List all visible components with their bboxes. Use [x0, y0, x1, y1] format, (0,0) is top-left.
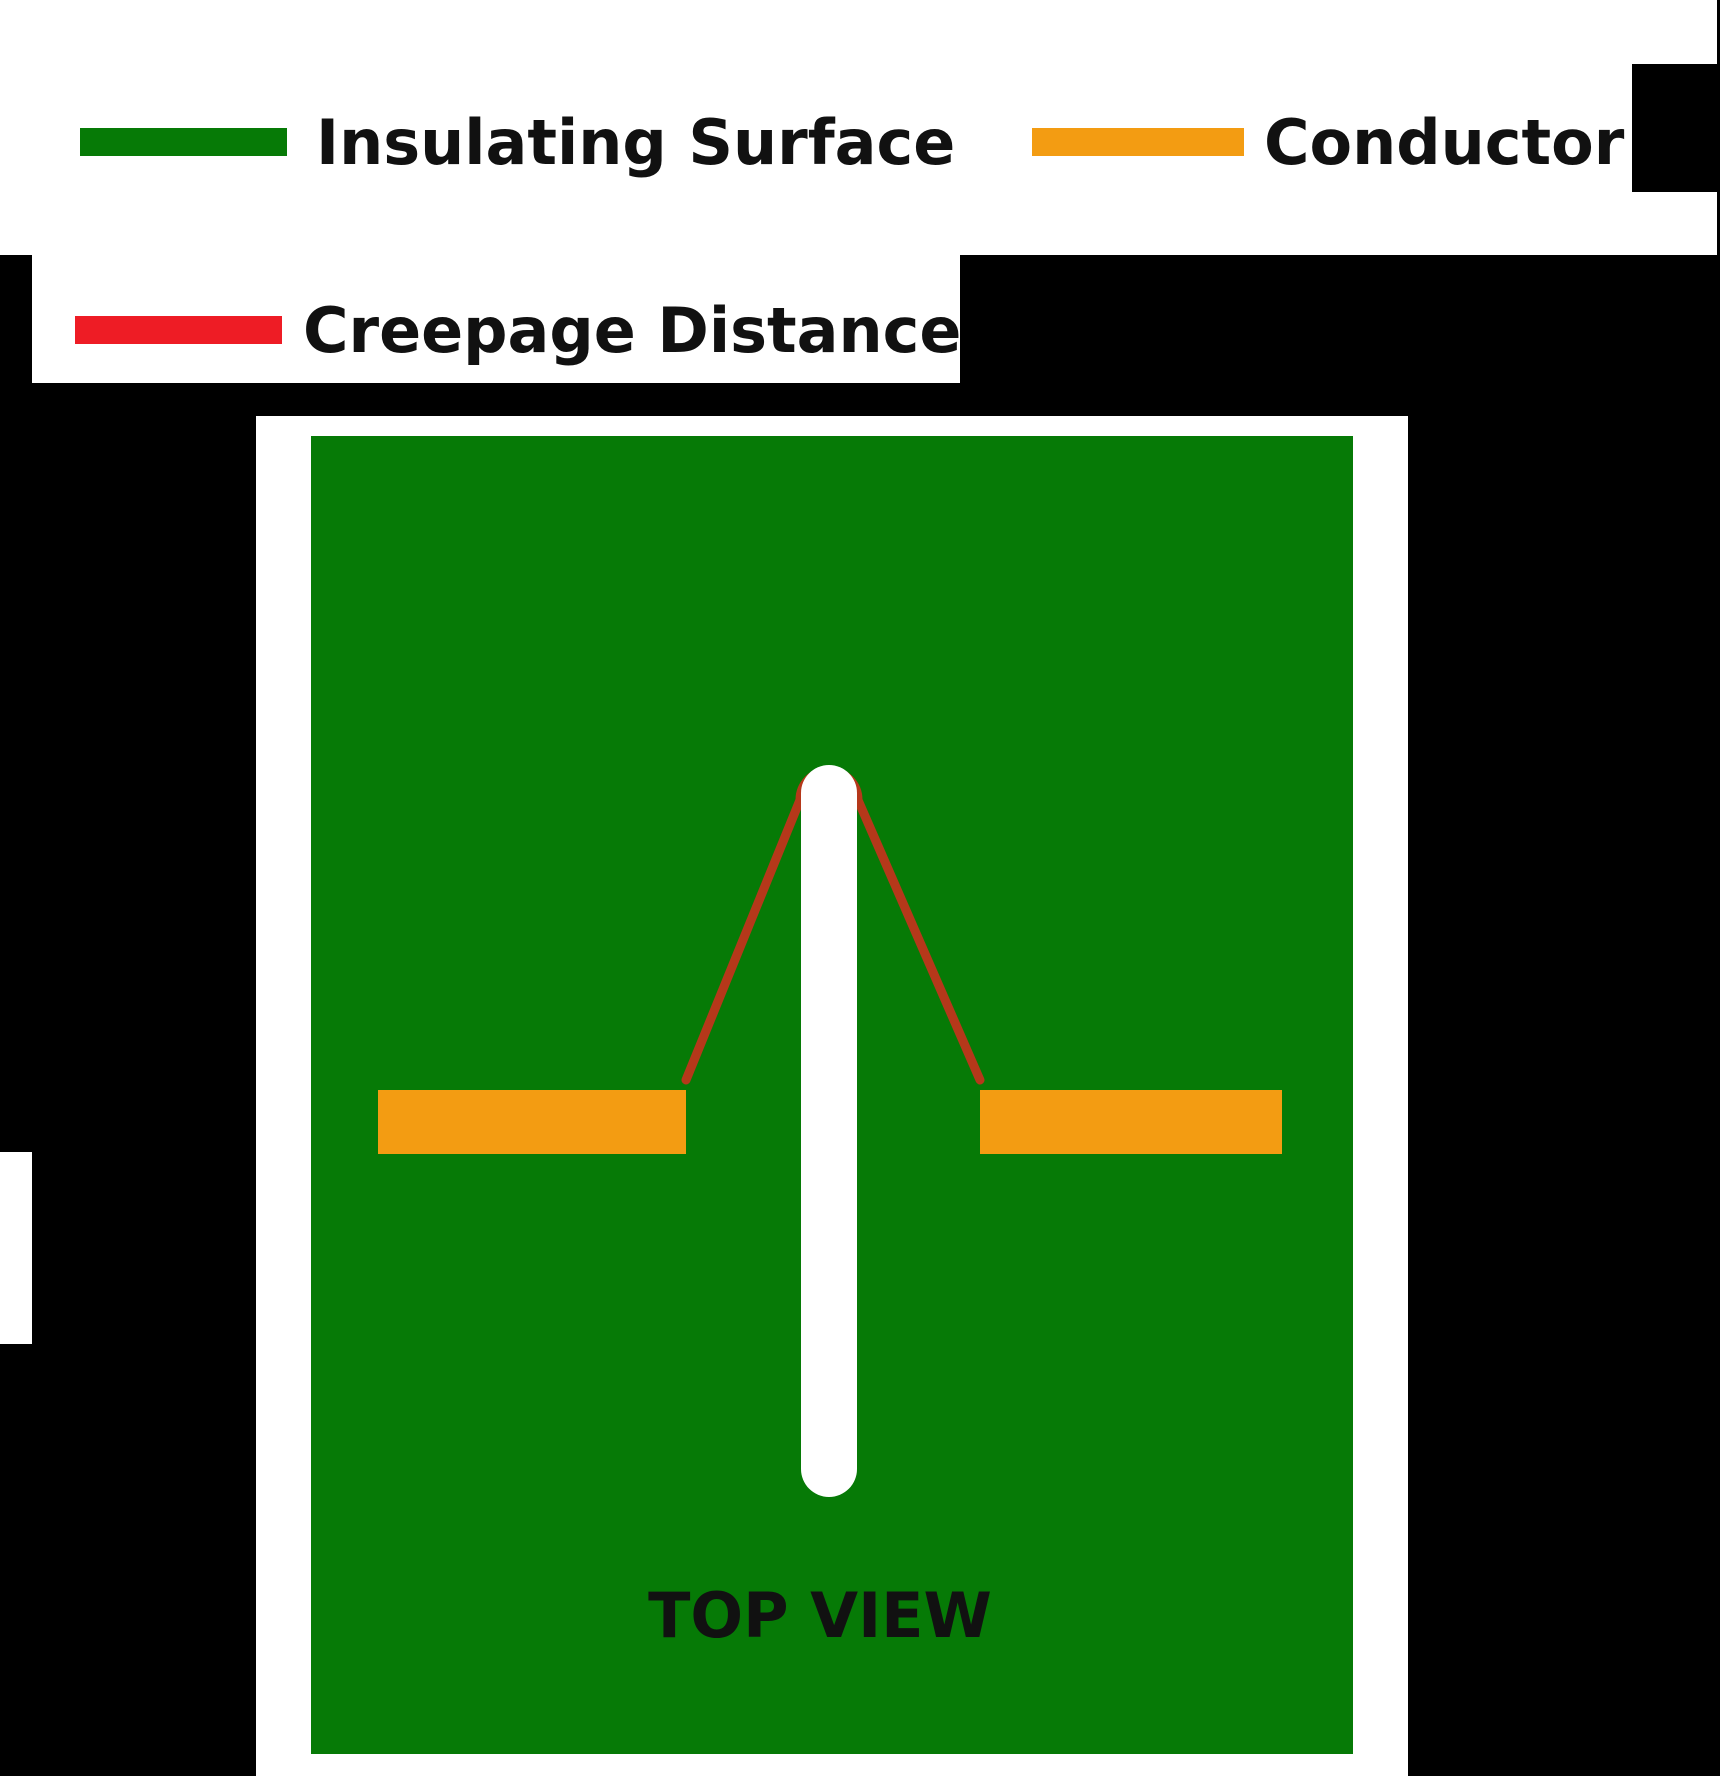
- legend-swatch-conductor: [1032, 128, 1244, 156]
- black-block: [1632, 64, 1717, 192]
- conductor-left: [378, 1090, 686, 1154]
- legend-label-conductor: Conductor: [1264, 106, 1625, 179]
- view-label: TOP VIEW: [648, 1579, 992, 1652]
- conductor-right: [980, 1090, 1282, 1154]
- legend-swatch-insulating-surface: [80, 128, 287, 156]
- isolation-slot: [801, 765, 857, 1497]
- legend-label-creepage-distance: Creepage Distance: [303, 294, 962, 367]
- legend-label-insulating-surface: Insulating Surface: [316, 106, 956, 179]
- legend-panel: [0, 0, 1717, 255]
- legend-swatch-creepage-distance: [75, 316, 282, 344]
- side-tab: [0, 1152, 32, 1344]
